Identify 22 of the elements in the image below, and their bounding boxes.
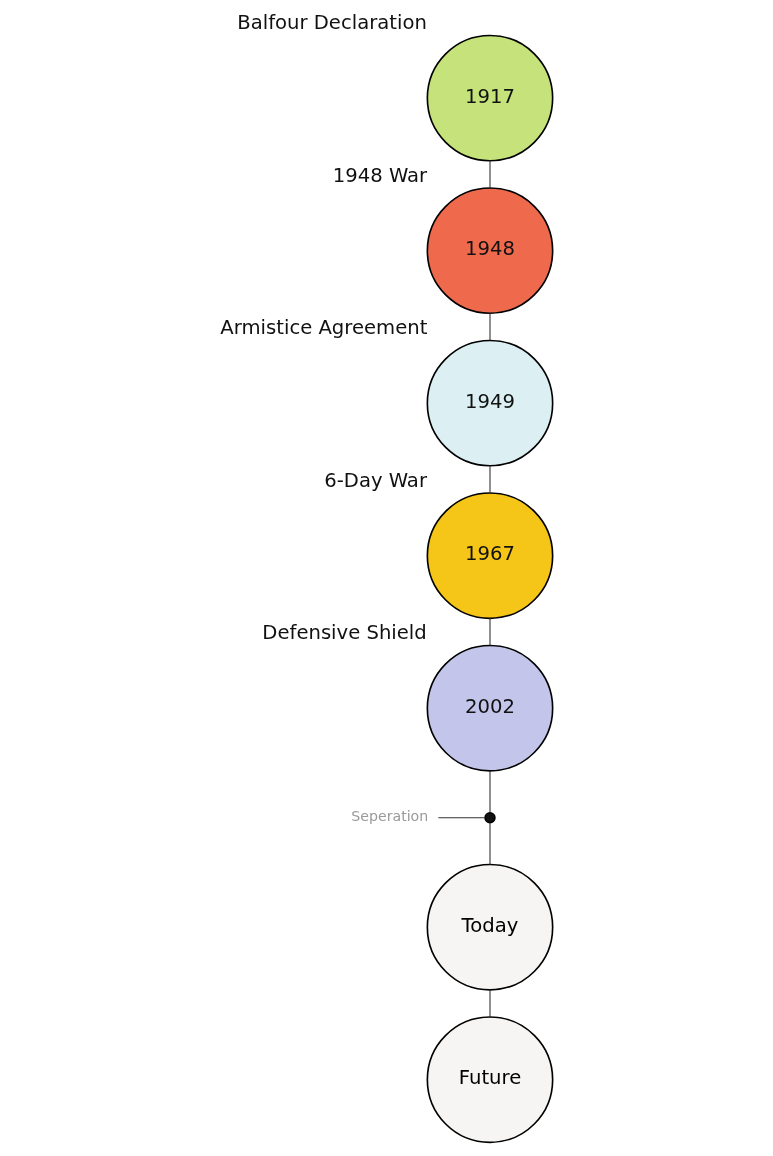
connector	[489, 160, 491, 189]
node-circle: 1967	[426, 492, 554, 620]
node-circle: 1948	[426, 187, 554, 315]
node-label: 6-Day War	[324, 468, 427, 492]
node-circle	[484, 811, 496, 824]
connector	[489, 989, 491, 1018]
node-label: Balfour Declaration	[237, 11, 427, 35]
connector	[489, 822, 491, 865]
connector	[489, 617, 491, 646]
node-label: Armistice Agreement	[220, 316, 428, 340]
node-text: Seperation	[351, 808, 429, 825]
node-circle: 1949	[426, 339, 554, 467]
node-label: Defensive Shield	[262, 621, 427, 645]
node-circle: Today	[426, 863, 554, 991]
node-circle: 1917	[426, 34, 554, 162]
connector	[489, 465, 491, 494]
connector	[437, 817, 486, 819]
connector	[489, 312, 491, 341]
connector	[489, 770, 491, 813]
node-circle: Future	[426, 1016, 554, 1144]
node-label: 1948 War	[332, 163, 428, 187]
node-circle: 2002	[426, 644, 554, 772]
